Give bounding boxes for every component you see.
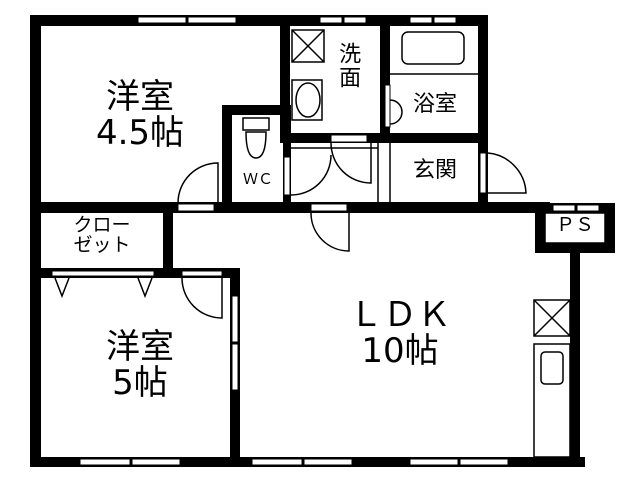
room-name: ＬＤＫ [349, 295, 451, 335]
room-label-washroom: 洗面 [335, 42, 361, 90]
room-name: 洋室 [106, 327, 174, 367]
room-label-entrance: 玄関 [412, 158, 457, 183]
room-label-closet: クロー ゼット [42, 214, 162, 256]
room-size: 5帖 [112, 362, 168, 403]
room-label-ldk: ＬＤＫ 10帖 [320, 295, 480, 371]
closet-line-1: クロー [73, 214, 131, 236]
room-label-western-1: 洋室 4.5帖 [70, 77, 210, 153]
room-label-toilet: ＷＣ [242, 170, 273, 188]
room-label-bathroom: 浴室 [412, 92, 457, 117]
windows [51, 16, 600, 466]
room-size: 10帖 [361, 330, 439, 371]
closet-line-2: ゼット [73, 233, 131, 256]
fixtures [54, 29, 606, 458]
room-name: 洋室 [106, 77, 174, 117]
room-size: 4.5帖 [95, 112, 185, 153]
room-label-pipe-space: ＰＳ [555, 214, 594, 236]
room-label-western-2: 洋室 5帖 [70, 327, 210, 403]
